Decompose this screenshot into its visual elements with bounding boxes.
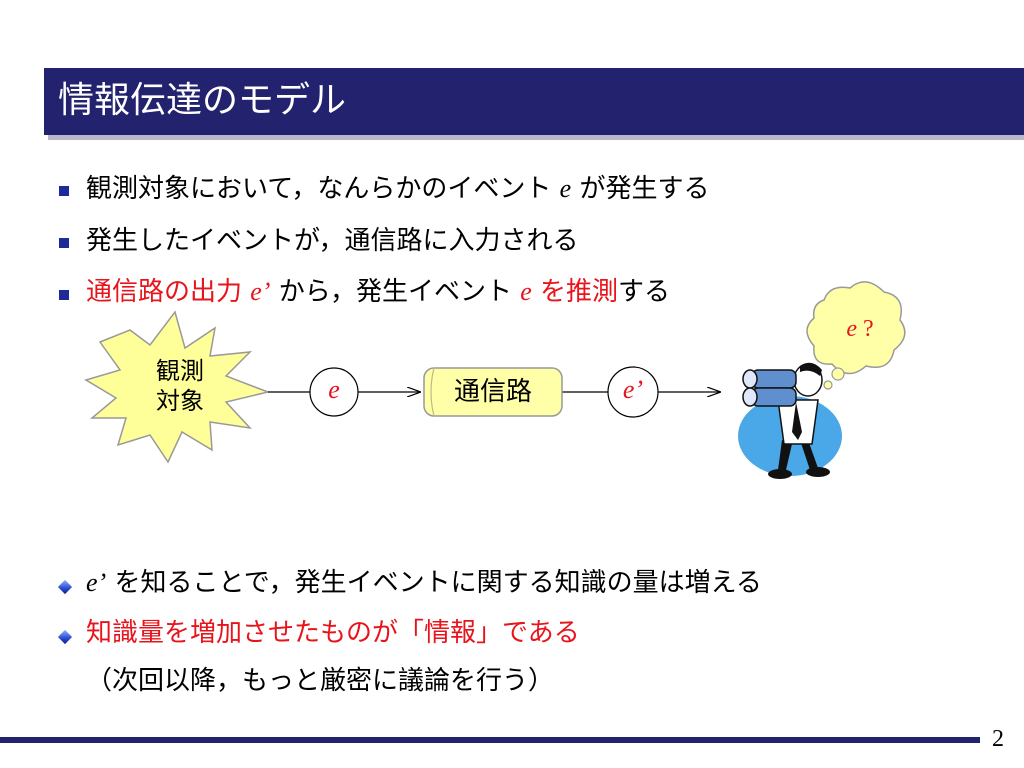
- var-e-prime: e’: [86, 568, 107, 597]
- page-number: 2: [992, 726, 1004, 752]
- input-symbol-label: e: [328, 375, 340, 404]
- bullet-square-icon: [59, 238, 69, 248]
- bullet-1: 観測対象において，なんらかのイベント e が発生する: [86, 174, 710, 204]
- var-e-prime: e’: [250, 277, 271, 306]
- channel-label: 通信路: [453, 377, 532, 407]
- source-label: 観測 対象: [156, 357, 204, 415]
- thought-bubble: [806, 281, 906, 390]
- channel-shape: [423, 367, 563, 417]
- source-burst-shape: [84, 310, 271, 464]
- bullet-2: 発生したイベントが，通信路に入力される: [86, 226, 579, 256]
- output-symbol-label: e’: [622, 375, 644, 404]
- bullet-square-icon: [59, 186, 69, 196]
- bullet-3: 通信路の出力 e’ から，発生イベント e を推測する: [86, 277, 671, 307]
- bullet-4: e’ を知ることで，発生イベントに関する知識の量は増える: [86, 568, 762, 598]
- input-symbol-circle: [309, 367, 359, 417]
- slide-title: 情報伝達のモデル: [58, 80, 347, 121]
- bullet-5: 知識量を増加させたものが「情報」である: [86, 618, 580, 648]
- footer-line: [0, 737, 980, 743]
- var-e: e: [520, 277, 532, 306]
- title-bar: 情報伝達のモデル: [44, 68, 1024, 135]
- var-e: e: [559, 174, 572, 203]
- thought-bubble-text: e ?: [846, 316, 874, 342]
- note-text: （次回以降，もっと厳密に議論を行う）: [86, 666, 555, 696]
- bullet-square-icon: [59, 290, 69, 300]
- output-symbol-circle: [607, 366, 659, 418]
- observer-binoculars-icon: [738, 362, 842, 479]
